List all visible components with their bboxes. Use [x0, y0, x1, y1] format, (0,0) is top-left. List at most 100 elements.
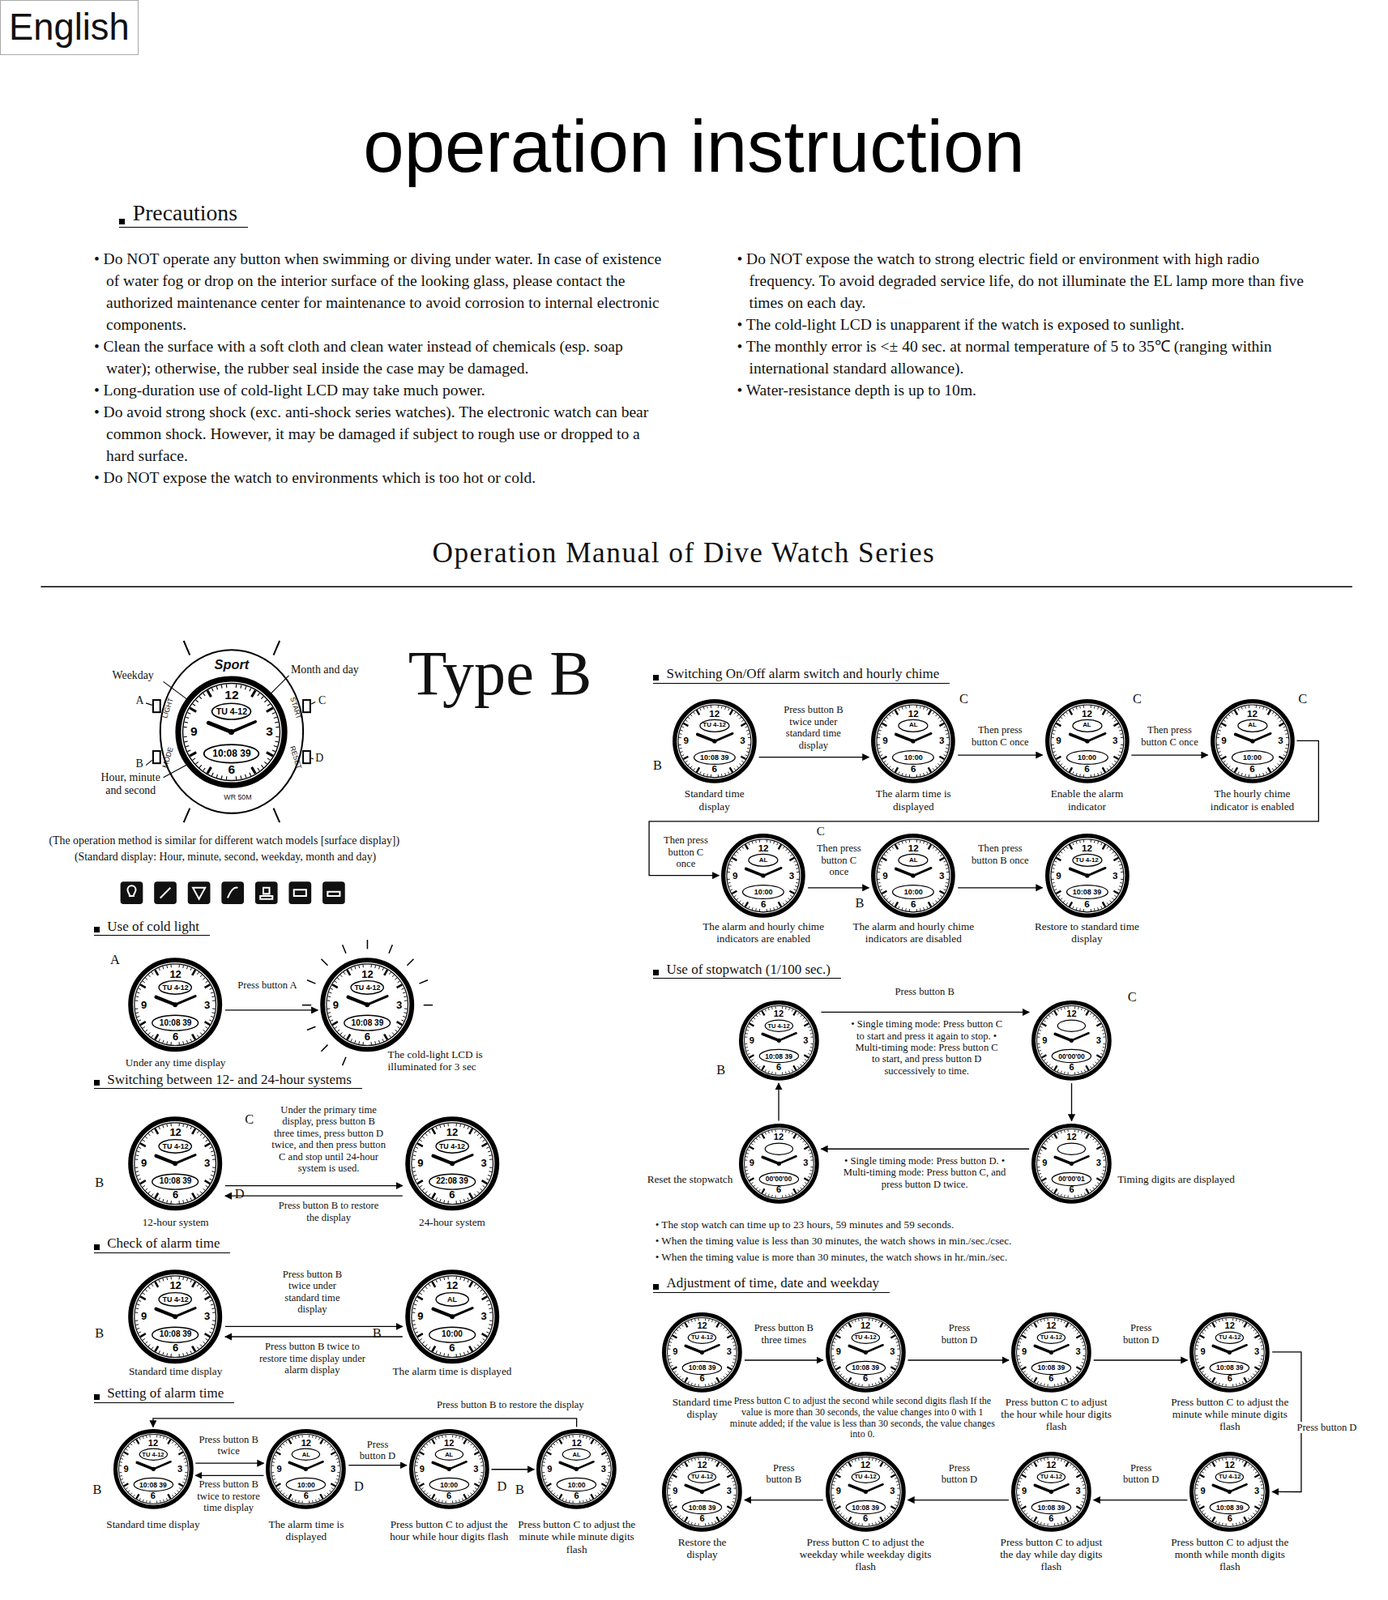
lcd-text: TU 4-12 — [1218, 1474, 1241, 1482]
dial-numeral: 9 — [672, 1487, 678, 1497]
watch-face: 1236900'00'00 — [1030, 999, 1113, 1082]
dial-numeral: 9 — [140, 999, 147, 1011]
dial-numeral: 12 — [446, 1127, 458, 1138]
dial-numeral: 6 — [364, 1031, 371, 1043]
watch-face: 12369TU 4-1210:08 39Standard time displa… — [661, 1311, 744, 1394]
lcd-text: TU 4-12 — [702, 721, 727, 729]
label-text: C — [318, 694, 326, 708]
dial-numeral: 12 — [571, 1439, 581, 1448]
dial-numeral: 12 — [1066, 1132, 1077, 1142]
lcd-text: AL — [1082, 721, 1092, 729]
dial-numeral: 6 — [172, 1342, 179, 1354]
dial-numeral: 6 — [303, 1491, 309, 1501]
lcd-text: TU 4-12 — [439, 1142, 466, 1150]
arrow-connector — [807, 887, 869, 889]
label-text: Sport — [214, 657, 250, 673]
label-text: B — [94, 1326, 104, 1342]
rule-line — [40, 585, 1353, 588]
arrow-connector — [491, 1469, 535, 1470]
arrow-connector — [195, 1463, 264, 1465]
dial-numeral: 6 — [574, 1491, 580, 1501]
dial-numeral: 6 — [1048, 1514, 1054, 1524]
dial-numeral: 3 — [889, 1487, 895, 1497]
dial-numeral: 9 — [749, 1036, 755, 1046]
arrow-connector — [957, 887, 1043, 889]
edge-label: Press button B twice under standard time… — [270, 1268, 355, 1316]
caption-text: The alarm time is displayed — [857, 787, 970, 812]
edge-label: • Single timing mode: Press button D. • … — [840, 1155, 1009, 1191]
dial-numeral: 6 — [228, 763, 236, 777]
arrow-connector — [225, 1195, 403, 1197]
dial-numeral: 6 — [760, 899, 766, 910]
watch-face: 12369AL10:00The alarm time is displayed — [264, 1428, 347, 1511]
dial-numeral: 9 — [419, 1464, 425, 1474]
edge-label: • Single timing mode: Press button C to … — [849, 1018, 1004, 1077]
precaution-item: • Water-resistance depth is up to 10m. — [736, 380, 1320, 402]
caption-text: Restore the display — [666, 1536, 738, 1561]
watch-face: 12369AL10:00The alarm and hourly chime i… — [720, 832, 807, 919]
dial-numeral: 12 — [1225, 1461, 1235, 1471]
dial-numeral: 6 — [1227, 1375, 1233, 1384]
lcd-text: AL — [1247, 721, 1257, 729]
dial-numeral: 6 — [446, 1491, 452, 1501]
dial-numeral: 6 — [448, 1342, 455, 1354]
dial-numeral: 6 — [172, 1031, 179, 1043]
dial-numeral: 12 — [1046, 1461, 1056, 1471]
language-box: English — [0, 0, 139, 56]
label-text: LIGHT — [160, 696, 176, 720]
edge-label: Then press button C once — [968, 724, 1032, 748]
lcd-text: TU 4-12 — [162, 1142, 189, 1150]
watch-face: 12369TU 4-1210:08 39 — [174, 674, 289, 790]
lcd-text: 10:08 39 — [1037, 1503, 1065, 1512]
label-text: B — [855, 896, 865, 912]
dial-numeral: 12 — [1081, 843, 1093, 854]
edge-label: Press button B — [894, 986, 954, 998]
dial-numeral: 12 — [696, 1321, 707, 1331]
dial-numeral: 9 — [749, 1158, 755, 1168]
dial-numeral: 3 — [739, 736, 745, 747]
dial-numeral: 9 — [1055, 871, 1061, 881]
caption-text: Press button C to adjust the minute whil… — [512, 1518, 641, 1556]
dial-numeral: 6 — [1249, 764, 1255, 775]
dial-numeral: 9 — [1221, 736, 1226, 747]
dial-numeral: 12 — [708, 708, 720, 719]
caption-text: Press button C to adjust the minute whil… — [1168, 1396, 1291, 1434]
edge-label: Press button B — [760, 1462, 808, 1487]
lcd-text: 10:08 39 — [159, 1019, 193, 1028]
lcd-text: 22:08 39 — [435, 1177, 469, 1186]
watch-face: 12369TU 4-1222:08 3924-hour system — [404, 1115, 500, 1212]
label-text: D — [234, 1187, 245, 1203]
dial-numeral: 9 — [882, 736, 888, 747]
dial-numeral: 3 — [726, 1487, 732, 1497]
watch-face: 12369TU 4-1210:08 39Press button C to ad… — [1010, 1311, 1093, 1394]
label-text: C — [1127, 990, 1137, 1006]
watch-face: 12369TU 4-1210:08 39Restore to standard … — [1044, 832, 1131, 919]
caption-text: Standard time display — [103, 1365, 247, 1378]
precaution-item: • The monthly error is <± 40 sec. at nor… — [736, 336, 1320, 381]
dial-numeral: 9 — [123, 1464, 129, 1474]
label-text: (The operation method is similar for dif… — [48, 834, 400, 848]
dial-numeral: 3 — [889, 1347, 895, 1357]
edge-label: Press button B twice under standard time… — [773, 704, 854, 752]
dial-numeral: 12 — [169, 969, 181, 980]
edge-label: Press button A — [236, 979, 299, 991]
dial-numeral: 6 — [776, 1186, 782, 1196]
dial-numeral: 3 — [1254, 1347, 1260, 1357]
watch-face: 12369AL10:00The alarm time is displayed — [870, 698, 957, 785]
dial-numeral: 3 — [1254, 1487, 1260, 1497]
dial-numeral: 9 — [1021, 1347, 1027, 1357]
arrow-connector — [1093, 1499, 1188, 1501]
lcd-text: TU 4-12 — [691, 1334, 714, 1342]
label-text: • The stop watch can time up to 23 hours… — [655, 1218, 955, 1231]
label-text: • When the timing value is more than 30 … — [655, 1251, 1008, 1264]
dial-numeral: 6 — [711, 764, 717, 775]
arrow-connector — [820, 1012, 1030, 1013]
label-text: (Standard display: Hour, minute, second,… — [74, 850, 376, 864]
precaution-item: • Do NOT expose the watch to environment… — [93, 467, 671, 490]
lcd-text: 00'00'01 — [1058, 1175, 1085, 1184]
dial-numeral: 9 — [277, 1464, 282, 1474]
icon-row — [120, 881, 346, 905]
lcd-text: 10:08 39 — [851, 1364, 880, 1372]
dial-numeral: 9 — [1055, 736, 1061, 747]
dial-numeral: 3 — [1112, 871, 1118, 881]
